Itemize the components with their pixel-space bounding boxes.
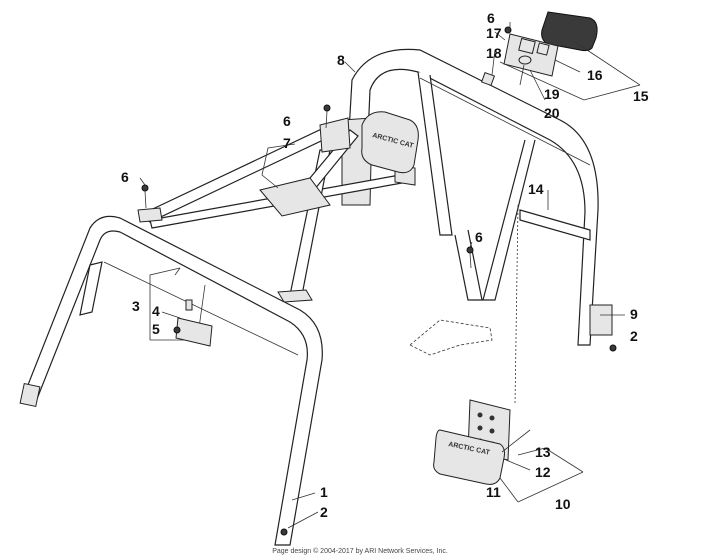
- callout-5: 5: [152, 321, 160, 337]
- callout-10: 10: [555, 496, 571, 512]
- callout-19: 19: [544, 86, 560, 102]
- cross-brace: [137, 117, 416, 303]
- callout-1: 1: [320, 484, 328, 500]
- callout-3: 3: [132, 298, 140, 314]
- callout-numbers: 1 2 2 3 4 5 6 6 6 6 7 8 9 10 11 12 13 14…: [121, 10, 649, 520]
- callout-8: 8: [337, 52, 345, 68]
- callout-13: 13: [535, 444, 551, 460]
- callout-20: 20: [544, 105, 560, 121]
- callout-18: 18: [486, 45, 502, 61]
- bracket-phantom: [409, 319, 493, 356]
- callout-6: 6: [121, 169, 129, 185]
- fasteners: [141, 104, 617, 536]
- callout-6: 6: [283, 113, 291, 129]
- callout-17: 17: [486, 25, 502, 41]
- crossbrace-decal: ARCTIC CAT: [361, 111, 419, 174]
- callout-12: 12: [535, 464, 551, 480]
- callout-15: 15: [633, 88, 649, 104]
- callout-2: 2: [320, 504, 328, 520]
- mirror-assembly: [149, 267, 213, 347]
- callout-4: 4: [152, 303, 160, 319]
- rear-roll-bar: [341, 48, 613, 346]
- callout-2: 2: [630, 328, 638, 344]
- callout-16: 16: [587, 67, 603, 83]
- leader-lines: [139, 22, 625, 529]
- callout-9: 9: [630, 306, 638, 322]
- callout-11: 11: [486, 484, 501, 500]
- callout-6: 6: [487, 10, 495, 26]
- callout-6: 6: [475, 229, 483, 245]
- front-roll-bar: [19, 215, 323, 546]
- copyright-footer: Page design © 2004-2017 by ARI Network S…: [272, 548, 448, 555]
- callout-7: 7: [283, 135, 291, 151]
- top-light-assembly: [480, 11, 641, 101]
- tail-light-assembly: ARCTIC CAT: [433, 204, 584, 503]
- decal-plate: [589, 304, 613, 336]
- callout-14: 14: [528, 181, 544, 197]
